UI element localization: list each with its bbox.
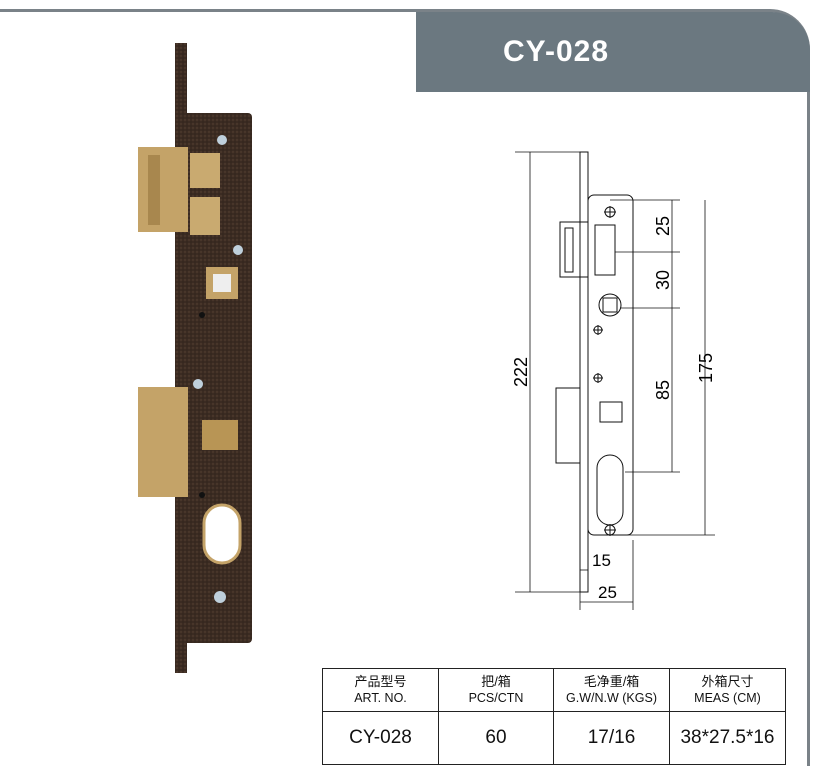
dim-222: 222 — [511, 357, 531, 387]
technical-drawing: 222 25 30 85 175 15 25 — [511, 151, 716, 610]
screw-icon — [233, 245, 243, 255]
dim-30: 30 — [653, 270, 673, 290]
screw-icon — [193, 379, 203, 389]
table-row: CY-028 60 17/16 38*27.5*16 — [322, 711, 786, 765]
frame-top-line — [0, 9, 770, 12]
cell-weight: 17/16 — [553, 711, 670, 765]
product-title: CY-028 — [502, 35, 610, 68]
dim-15: 15 — [592, 551, 611, 570]
latch-bolt — [138, 147, 188, 232]
dim-175: 175 — [696, 353, 716, 383]
dim-25-bottom: 25 — [598, 583, 617, 602]
cell-art-no: CY-028 — [322, 711, 439, 765]
dim-25-top: 25 — [653, 216, 673, 236]
cell-pcs-ctn: 60 — [438, 711, 554, 765]
title-bar: CY-028 — [416, 12, 810, 92]
lock-photo — [138, 43, 252, 673]
dim-85: 85 — [653, 380, 673, 400]
cell-meas: 38*27.5*16 — [669, 711, 786, 765]
frame-right-line — [807, 60, 810, 766]
screw-icon — [217, 135, 227, 145]
dead-bolt — [138, 387, 188, 497]
screw-icon — [214, 591, 226, 603]
cylinder-hole — [202, 503, 242, 565]
